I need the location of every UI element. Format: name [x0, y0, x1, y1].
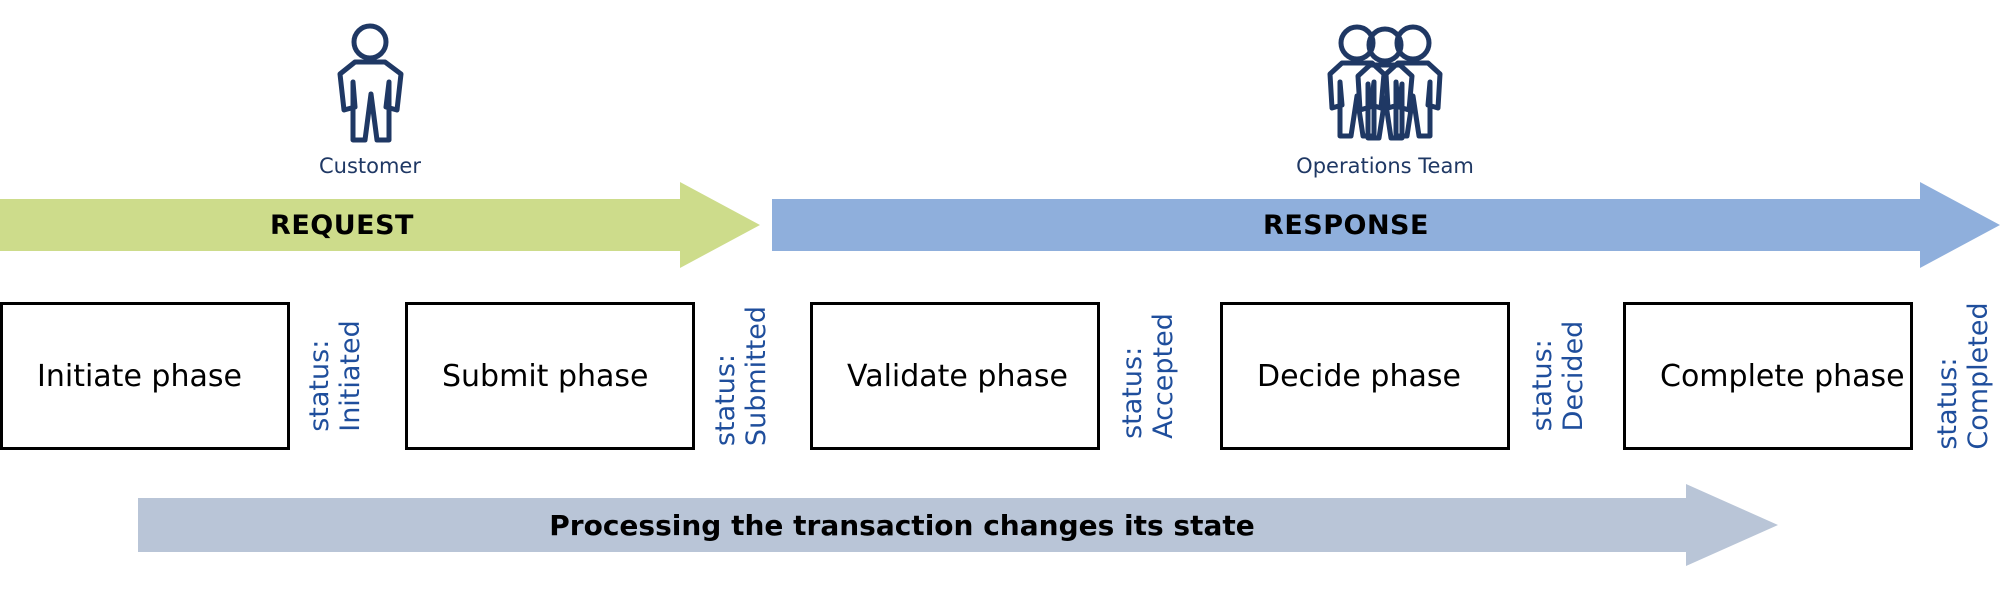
actor-operations-team-label: Operations Team [1296, 154, 1474, 178]
status-submitted: status: Submitted [706, 302, 776, 450]
status-decided: status: Decided [1523, 302, 1593, 450]
phase-box-initiate[interactable]: Initiate phase [0, 302, 290, 450]
single-person-icon [285, 22, 455, 154]
status-completed: status: Completed [1928, 302, 1998, 450]
phase-box-validate[interactable]: Validate phase [810, 302, 1100, 450]
status-accepted: status: Accepted [1113, 302, 1183, 450]
status-value: Decided [1558, 320, 1589, 432]
processing-state-label: Processing the transaction changes its s… [549, 508, 1255, 542]
status-decided-text: status: Decided [1527, 321, 1589, 432]
status-completed-text: status: Completed [1932, 302, 1994, 449]
phase-label: Submit phase [442, 358, 649, 394]
request-banner-label: REQUEST [270, 209, 414, 241]
status-value: Accepted [1148, 313, 1179, 439]
processing-state-arrow: Processing the transaction changes its s… [138, 484, 1778, 566]
status-accepted-text: status: Accepted [1117, 313, 1179, 439]
phase-label: Initiate phase [37, 358, 242, 394]
phase-label: Complete phase [1660, 358, 1905, 394]
status-value: Completed [1963, 302, 1994, 450]
actor-customer-label: Customer [318, 154, 421, 178]
status-key: status: [1526, 339, 1558, 432]
status-value: Initiated [335, 320, 366, 432]
three-people-icon [1250, 22, 1520, 154]
phase-label: Validate phase [847, 358, 1068, 394]
status-initiated-text: status: Initiated [304, 320, 366, 432]
status-key: status: [303, 339, 335, 432]
phase-box-decide[interactable]: Decide phase [1220, 302, 1510, 450]
phase-box-submit[interactable]: Submit phase [405, 302, 695, 450]
phase-label: Decide phase [1257, 358, 1461, 394]
status-key: status: [1931, 357, 1963, 450]
status-key: status: [1116, 346, 1148, 439]
actor-customer: Customer [285, 22, 455, 178]
response-banner-arrow: RESPONSE [772, 182, 2000, 268]
status-key: status: [709, 354, 741, 447]
actor-operations-team: Operations Team [1250, 22, 1520, 178]
status-submitted-text: status: Submitted [710, 306, 772, 446]
request-banner-arrow: REQUEST [0, 182, 760, 268]
response-banner-label: RESPONSE [1263, 209, 1429, 241]
phase-box-complete[interactable]: Complete phase [1623, 302, 1913, 450]
status-value: Submitted [741, 305, 772, 447]
status-initiated: status: Initiated [300, 302, 370, 450]
